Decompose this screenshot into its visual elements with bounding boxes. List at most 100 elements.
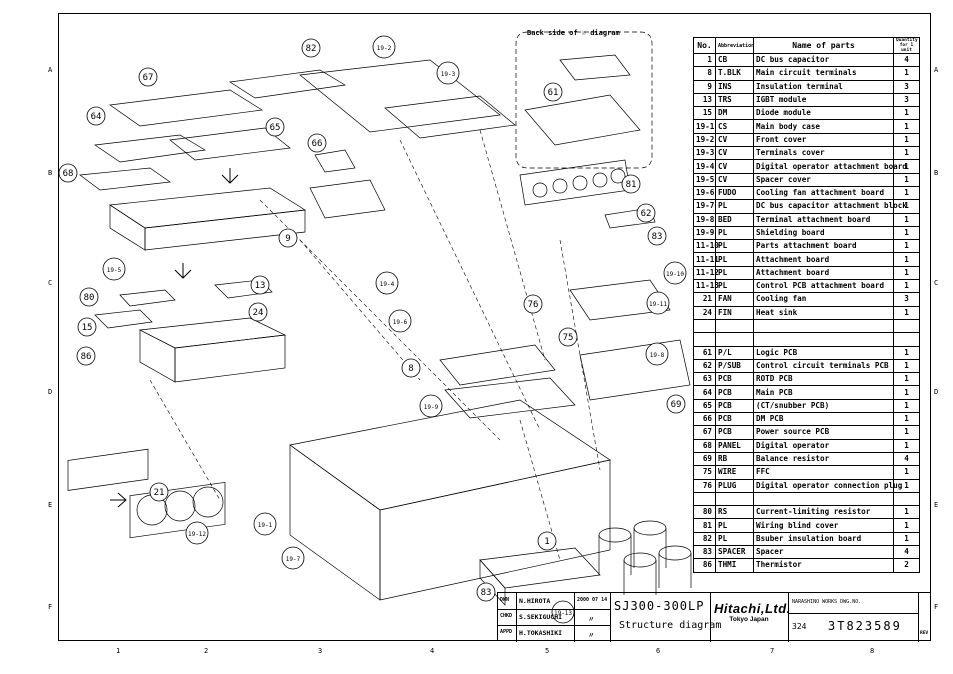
- parts-header-row: No. Abbreviation Name of parts Quantity …: [693, 37, 920, 54]
- col-marker-1: 1: [116, 647, 121, 655]
- heat-sink-24-front: [139, 329, 176, 383]
- part-name: Control PCB attachment board: [753, 279, 894, 294]
- part-name: Terminals cover: [753, 146, 894, 161]
- part-number: 11-12: [693, 265, 719, 281]
- grommet-2: [552, 178, 568, 194]
- header-quantity: Quantity for 1 unit: [893, 37, 920, 54]
- part-number: 65: [693, 398, 716, 414]
- part-number: 80: [693, 505, 716, 520]
- col-marker-8: 8: [870, 647, 875, 655]
- callout-label: 19-12: [188, 531, 206, 538]
- part-name: Wiring blind cover: [753, 518, 894, 533]
- revision-label: REV: [920, 631, 929, 636]
- part-number: 11-11: [693, 252, 719, 267]
- part-name: Digital operator: [753, 438, 894, 453]
- callout-label: 82: [306, 44, 317, 54]
- appd-role: APPD: [500, 629, 513, 635]
- part-number: 67: [693, 425, 716, 440]
- capacitor-1a: [598, 527, 632, 543]
- callout-balloon: [265, 117, 285, 137]
- callout-label: 75: [563, 333, 574, 343]
- part-abbreviation: P/SUB: [715, 358, 754, 374]
- part-name: Insulation terminal: [753, 79, 894, 94]
- callout-label: 19-11: [649, 301, 667, 308]
- case-top-19-10-side: [144, 209, 306, 251]
- drawing-subtitle: Structure diagram: [619, 620, 722, 631]
- callout-balloon: [663, 261, 687, 285]
- assembly-arrow-2: [221, 168, 239, 184]
- part-quantity: 1: [893, 66, 920, 81]
- callout-balloon: [278, 228, 298, 248]
- wiring-cover-81: [519, 159, 631, 206]
- part-abbreviation: PCB: [715, 385, 754, 400]
- company-logo: Hitachi,Ltd. Tokyo Japan: [714, 601, 791, 623]
- part-quantity: 4: [893, 544, 920, 560]
- col-marker-4: 4: [430, 647, 435, 655]
- callout-balloon: [248, 302, 268, 322]
- callout-label: 19-4: [380, 281, 395, 288]
- front-cover-19-2: [299, 59, 501, 133]
- fan-frame-21: [129, 481, 226, 539]
- part-number: 19-3: [693, 146, 716, 161]
- dwn-name: N.HIROTA: [519, 597, 551, 605]
- part-number: 13: [693, 92, 716, 108]
- part-quantity: 3: [893, 79, 920, 94]
- part-name: Heat sink: [753, 305, 894, 320]
- part-quantity: 3: [893, 292, 920, 307]
- part-abbreviation: CV: [715, 172, 754, 187]
- part-abbreviation: CB: [715, 52, 754, 68]
- callout-label: 83: [652, 232, 663, 242]
- works-label: NARASHINO WORKS DWG.NO.: [792, 599, 862, 605]
- part-quantity: 1: [893, 185, 920, 201]
- part-name: Front cover: [753, 132, 894, 148]
- assembly-arrow-3: [110, 492, 127, 508]
- callout-label: 19-13: [554, 610, 572, 617]
- part-quantity: 1: [893, 279, 920, 294]
- back-side-inset-frame: [515, 31, 653, 169]
- part-quantity: 4: [893, 451, 920, 467]
- dwn-date: 2000 07 14: [577, 597, 608, 603]
- main-body-case-19-1: [289, 399, 611, 511]
- main-body-case-19-1-front: [289, 444, 381, 601]
- callout-label: 65: [270, 123, 281, 133]
- callout-balloon: [185, 521, 209, 545]
- part-number: 19-7: [693, 199, 716, 214]
- callout-balloon: [537, 531, 557, 551]
- pcb-62: [604, 207, 656, 229]
- callout-balloon: [419, 394, 443, 418]
- part-number: 61: [693, 345, 716, 360]
- company-name: Hitachi,Ltd.: [714, 601, 791, 616]
- part-name: Control circuit terminals PCB: [753, 358, 894, 374]
- callout-label: 83: [481, 588, 492, 598]
- col-marker-5: 5: [545, 647, 550, 655]
- part-name: Digital operator connection plug: [753, 478, 902, 493]
- callout-balloon: [621, 174, 641, 194]
- attachment-board-19-11: [569, 279, 671, 321]
- back-side-label: Back side of ☉ diagram: [527, 29, 620, 37]
- parts-list-table: No. Abbreviation Name of parts Quantity …: [693, 37, 920, 573]
- part-quantity: 1: [893, 252, 920, 267]
- callout-balloon: [86, 106, 106, 126]
- header-no: No.: [693, 37, 716, 54]
- callout-label: 19-2: [377, 45, 392, 52]
- capacitor-1d: [658, 545, 692, 561]
- part-number: [693, 332, 716, 347]
- part-abbreviation: [715, 318, 754, 334]
- header-abbreviation: Abbreviation: [715, 37, 754, 54]
- part-abbreviation: PL: [715, 279, 754, 294]
- part-quantity: 3: [893, 92, 920, 108]
- callout-label: 15: [82, 323, 93, 333]
- callout-label: 61: [548, 88, 559, 98]
- row-marker-e-right: E: [934, 501, 939, 509]
- part-quantity: [893, 491, 920, 507]
